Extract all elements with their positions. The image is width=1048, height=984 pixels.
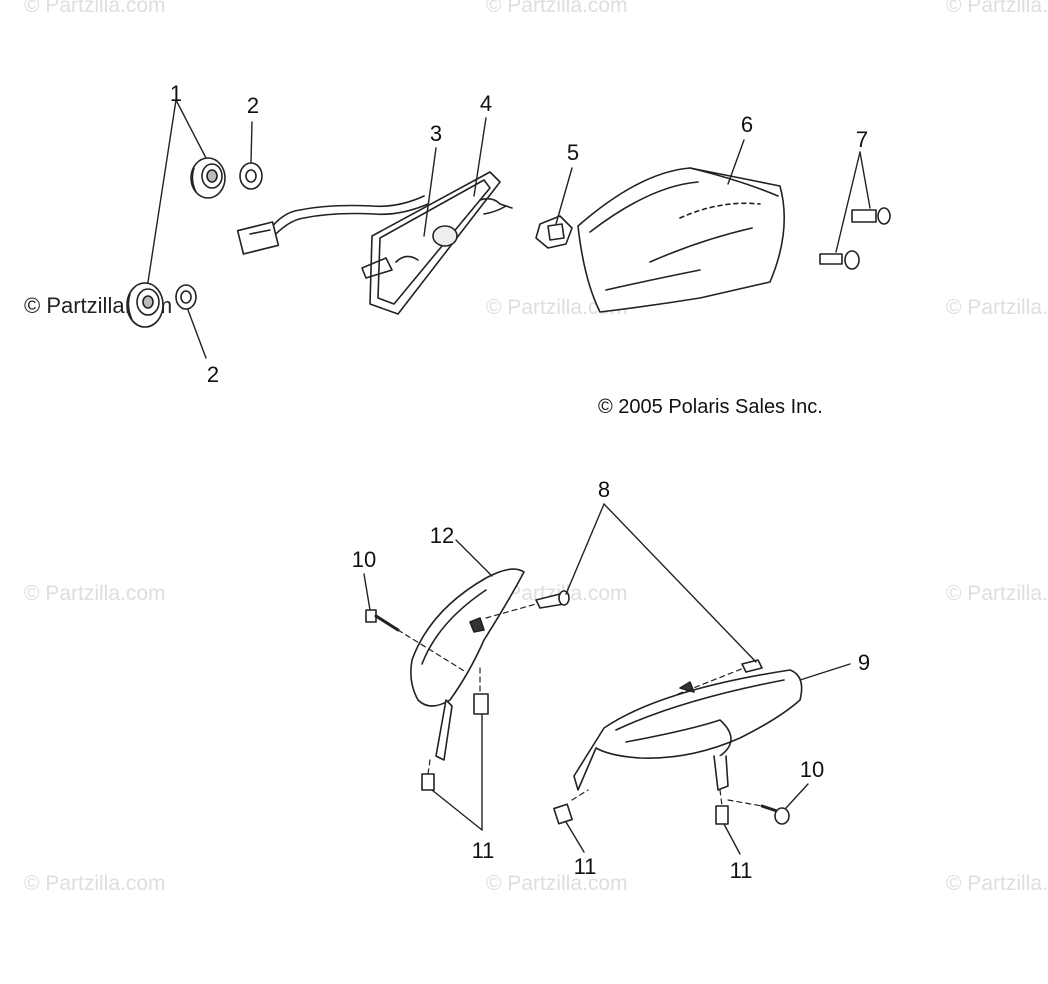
grommet-part xyxy=(127,283,163,327)
callout-number: 11 xyxy=(471,838,495,863)
right-headlight-bezel-part xyxy=(574,670,802,790)
watermark: © Partzilla.com xyxy=(946,872,1048,895)
screw-part xyxy=(366,610,398,630)
taillight-housing-part xyxy=(238,172,512,314)
washer-part xyxy=(240,163,262,189)
callout-number: 4 xyxy=(479,91,493,116)
callout-number: 6 xyxy=(740,112,754,137)
callout-number: 7 xyxy=(855,127,869,152)
callout-number: 8 xyxy=(597,477,611,502)
watermark: © Partzilla.com xyxy=(486,0,628,17)
watermark: © Partzilla.com xyxy=(486,872,628,895)
clip-part xyxy=(474,694,488,714)
callout-number: 2 xyxy=(246,93,260,118)
callout-number: 9 xyxy=(857,650,871,675)
watermark: © Partzilla.com xyxy=(24,0,166,17)
callout-number: 2 xyxy=(206,362,220,387)
watermark: © Partzilla.com xyxy=(24,872,166,895)
bulb-socket-part xyxy=(536,216,572,248)
watermark: © Partzilla.com xyxy=(946,296,1048,319)
copyright-notice: © 2005 Polaris Sales Inc. xyxy=(598,396,823,418)
watermark: © Partzilla.com xyxy=(946,582,1048,605)
watermark: © Partzilla.com xyxy=(946,0,1048,17)
callout-number: 3 xyxy=(429,121,443,146)
washer-part xyxy=(176,285,196,309)
callout-number: 11 xyxy=(729,858,753,883)
watermark: © Partzilla.com xyxy=(486,582,628,605)
callout-number: 5 xyxy=(566,140,580,165)
watermark: © Partzilla.com xyxy=(486,296,628,319)
lens-part xyxy=(578,168,784,312)
screw-part xyxy=(852,208,890,224)
callout-number: 1 xyxy=(169,81,183,106)
watermark: © Partzilla.com xyxy=(24,582,166,605)
callout-number: 12 xyxy=(429,523,455,548)
screw-part xyxy=(742,660,762,672)
screw-part xyxy=(820,251,859,269)
clip-part xyxy=(716,806,728,824)
callout-number: 10 xyxy=(351,547,377,572)
clip-part xyxy=(554,804,572,824)
clip-part xyxy=(422,774,434,790)
callout-number: 11 xyxy=(573,854,597,879)
left-headlight-bezel-part xyxy=(411,569,524,760)
callout-number: 10 xyxy=(799,757,825,782)
grommet-part xyxy=(191,158,225,198)
screw-part xyxy=(762,806,789,824)
screw-part xyxy=(536,591,569,608)
